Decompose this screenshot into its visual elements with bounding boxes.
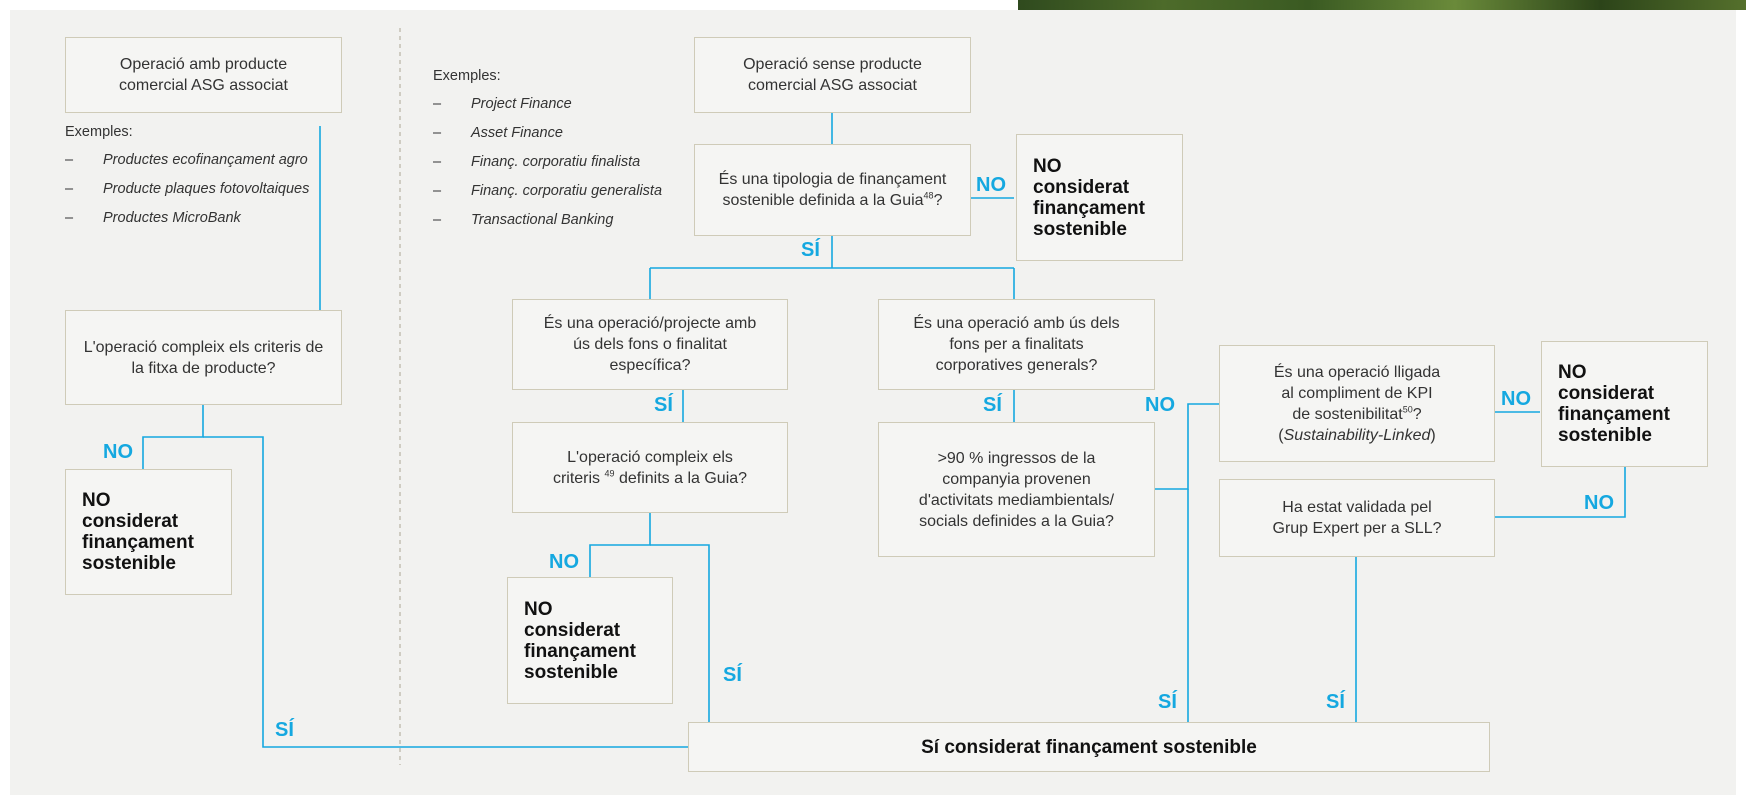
no-result-line: finançament <box>1033 197 1145 219</box>
final-result-text: Sí considerat finançament sostenible <box>921 736 1257 758</box>
no-result-line: considerat <box>524 619 621 641</box>
connector <box>650 544 710 722</box>
right-examples-title: Exemples: <box>433 68 501 84</box>
general-use-text: És una operació amb ús dels fons per a f… <box>913 315 1120 374</box>
specific-use-question: És una operació/projecte amb ús dels fon… <box>512 299 788 390</box>
typology-question: És una tipologia de finançament sostenib… <box>694 144 971 236</box>
specific-use-text: És una operació/projecte amb ús dels fon… <box>543 315 757 374</box>
kpi-no-result: NO considerat finançament sostenible <box>1541 341 1708 467</box>
no-product-box: Operació sense producte comercial ASG as… <box>694 37 971 113</box>
right-example-item: Asset Finance <box>433 119 662 148</box>
left-examples-title: Exemples: <box>65 124 133 140</box>
no-result-line: sostenible <box>1558 425 1652 446</box>
no-result-line: considerat <box>82 511 179 532</box>
left-no-result: NO considerat finançament sostenible <box>65 469 232 595</box>
kpi-question: És una operació lligada al compliment de… <box>1219 345 1495 462</box>
connector <box>203 436 688 748</box>
left-example-item: Productes ecofinançament agro <box>65 146 309 175</box>
income-text: >90 % ingressos de la companyia provenen… <box>918 449 1115 530</box>
final-result: Sí considerat finançament sostenible <box>688 722 1490 772</box>
no-result-line: sostenible <box>1033 218 1127 240</box>
right-example-item: Finanç. corporatiu generalista <box>433 177 662 206</box>
left-examples: Exemples: Productes ecofinançament agro … <box>65 124 309 233</box>
left-no-label: NO <box>103 441 133 463</box>
no-result-line: considerat <box>1033 176 1130 198</box>
no-product-text: Operació sense producte comercial ASG as… <box>743 56 922 94</box>
no-result-line: finançament <box>524 640 636 662</box>
no-result-line: considerat <box>1558 383 1655 404</box>
left-example-item: Productes MicroBank <box>65 204 309 233</box>
typology-no-result: NO considerat finançament sostenible <box>1016 134 1183 261</box>
income-yes-label: SÍ <box>1158 691 1177 713</box>
guide-yes-label: SÍ <box>723 664 742 686</box>
connector <box>142 404 204 469</box>
connector <box>589 513 651 577</box>
general-use-question: És una operació amb ús dels fons per a f… <box>878 299 1155 390</box>
validated-question: Ha estat validada pel Grup Expert per a … <box>1219 479 1495 557</box>
right-examples: Exemples: Project Finance Asset Finance … <box>433 68 662 235</box>
kpi-no-label: NO <box>1501 388 1531 410</box>
product-criteria-text: L'operació compleix els criteris de la f… <box>83 338 324 377</box>
no-result-line: NO <box>82 490 111 511</box>
validated-text: Ha estat validada pel Grup Expert per a … <box>1272 499 1442 537</box>
product-associated-box: Operació amb producte comercial ASG asso… <box>65 37 342 113</box>
no-result-line: sostenible <box>524 661 618 683</box>
no-result-line: sostenible <box>82 553 176 574</box>
specific-yes-label: SÍ <box>654 394 673 416</box>
left-yes-label: SÍ <box>275 719 294 741</box>
guide-criteria-question: L'operació compleix els criteris 49 defi… <box>512 422 788 513</box>
product-criteria-question: L'operació compleix els criteris de la f… <box>65 310 342 405</box>
general-yes-label: SÍ <box>983 394 1002 416</box>
guide-no-label: NO <box>549 551 579 573</box>
connector <box>1155 403 1219 490</box>
income-no-label: NO <box>1145 394 1175 416</box>
background-photo-strip <box>1018 0 1746 10</box>
left-example-item: Producte plaques fotovoltaiques <box>65 175 309 204</box>
kpi-text: És una operació lligada al compliment de… <box>1273 363 1441 444</box>
guide-no-result: NO considerat finançament sostenible <box>507 577 673 704</box>
no-result-line: NO <box>524 598 553 620</box>
right-example-item: Transactional Banking <box>433 206 662 235</box>
connector <box>1495 466 1626 518</box>
product-associated-text: Operació amb producte comercial ASG asso… <box>119 56 288 94</box>
right-example-item: Finanç. corporatiu finalista <box>433 148 662 177</box>
validated-no-label: NO <box>1584 492 1614 514</box>
validated-yes-label: SÍ <box>1326 691 1345 713</box>
income-question: >90 % ingressos de la companyia provenen… <box>878 422 1155 557</box>
guide-criteria-text: L'operació compleix els criteris 49 defi… <box>552 448 748 487</box>
no-result-line: NO <box>1558 362 1587 383</box>
no-result-line: NO <box>1033 155 1062 177</box>
typology-text: És una tipologia de finançament sostenib… <box>718 171 947 209</box>
right-example-item: Project Finance <box>433 90 662 119</box>
no-result-line: finançament <box>1558 404 1670 425</box>
typology-no-label: NO <box>976 174 1006 196</box>
no-result-line: finançament <box>82 532 194 553</box>
typology-yes-label: SÍ <box>801 239 820 261</box>
